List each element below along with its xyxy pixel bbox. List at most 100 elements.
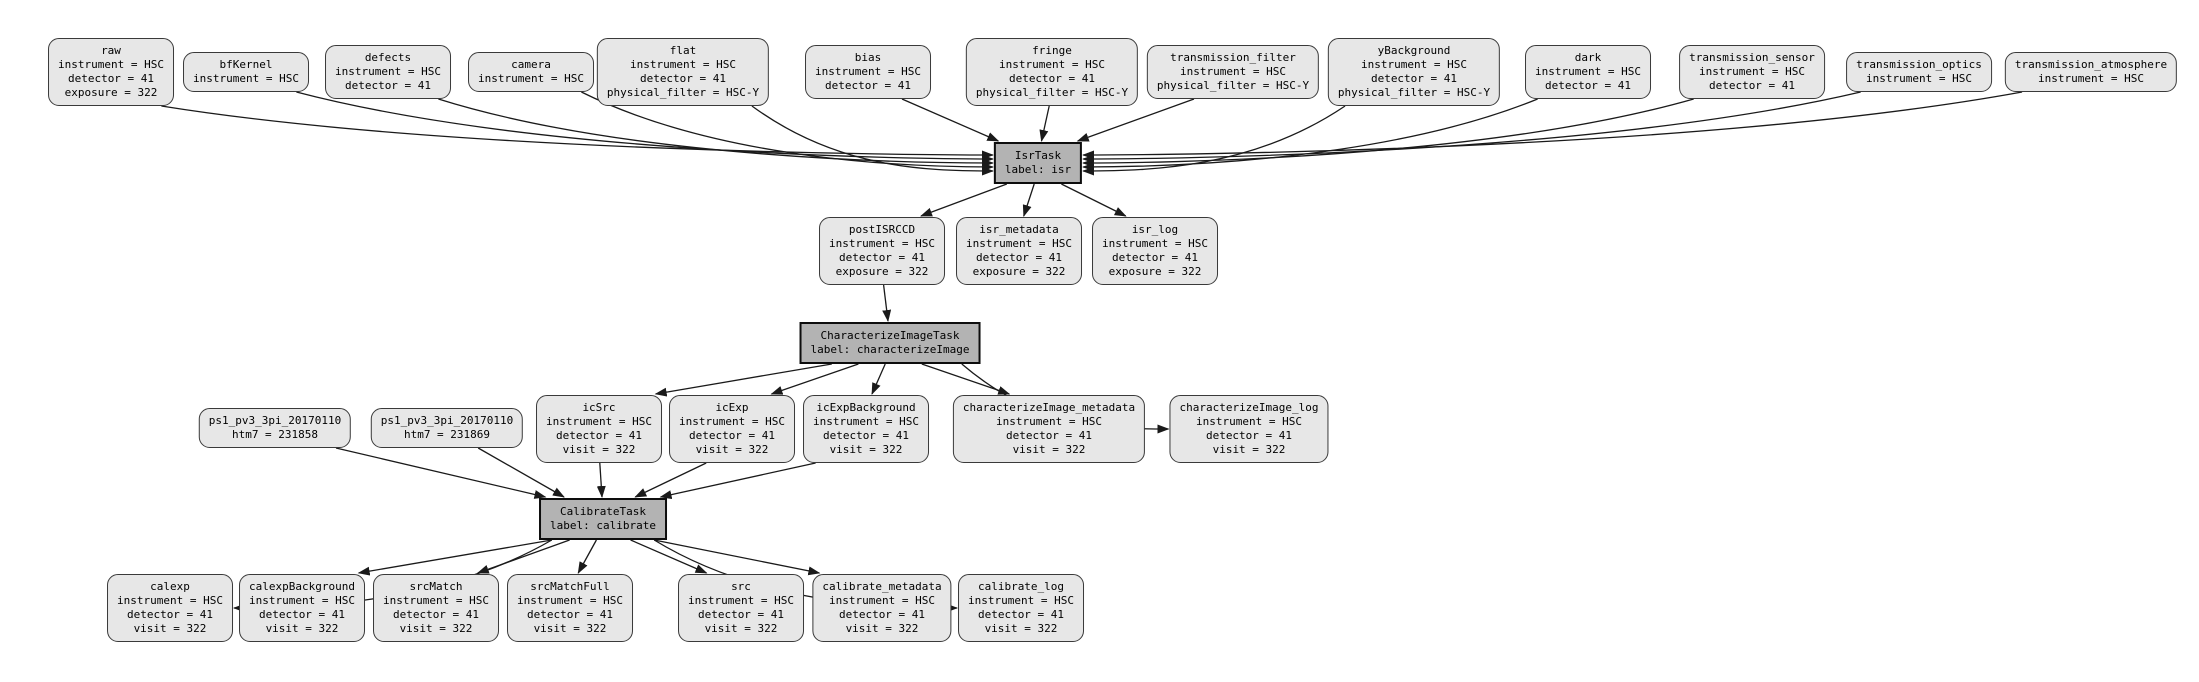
- node-label-line: postISRCCD: [848, 223, 916, 236]
- edge-icExpBackground-to-calibrate: [659, 462, 816, 500]
- node-label-line: detector = 41: [838, 608, 926, 621]
- node-label-line: physical_filter = HSC-Y: [606, 86, 760, 99]
- node-label-line: htm7 = 231858: [231, 428, 319, 441]
- node-label-line: instrument = HSC: [1180, 65, 1286, 78]
- edge-characterizeImage-to-icSrc: [654, 363, 832, 397]
- node-label-line: detector = 41: [126, 608, 214, 621]
- node-label-line: detector = 41: [822, 429, 910, 442]
- node-label-line: srcMatch: [409, 580, 463, 593]
- node-label-line: htm7 = 231869: [403, 428, 491, 441]
- node-label-line: CharacterizeImageTask: [820, 329, 960, 342]
- edge-isr-to-isr_log: [1061, 183, 1127, 217]
- node-label-line: detector = 41: [824, 79, 912, 92]
- node-label-line: physical_filter = HSC-Y: [975, 86, 1129, 99]
- node-label-line: instrument = HSC: [999, 58, 1105, 71]
- node-label-line: icExp: [715, 401, 749, 414]
- node-label-line: calexp: [150, 580, 190, 593]
- node-label-line: instrument = HSC: [1102, 237, 1208, 250]
- node-label-line: instrument = HSC: [335, 65, 441, 78]
- edge-raw-to-isr: [161, 105, 994, 160]
- node-label-line: camera: [511, 58, 551, 71]
- edge-defects-to-isr: [438, 98, 994, 168]
- node-label-line: CalibrateTask: [559, 505, 647, 518]
- edge-transmission_sensor-to-isr: [1082, 98, 1694, 168]
- edge-transmission_atmosphere-to-isr: [1082, 91, 2023, 160]
- edge-isr-to-isr_metadata: [1022, 183, 1035, 217]
- edge-yBackground-to-isr: [1082, 105, 1346, 176]
- edge-calibrate-to-src: [630, 539, 708, 574]
- node-label-line: detector = 41: [1708, 79, 1796, 92]
- edge-postISRCCD-to-characterizeImage: [882, 284, 892, 322]
- node-label-line: detector = 41: [688, 429, 776, 442]
- node-label-line: instrument = HSC: [688, 594, 794, 607]
- node-label-line: visit = 322: [984, 622, 1058, 635]
- node-label-line: instrument = HSC: [249, 594, 355, 607]
- edge-fringe-to-isr: [1039, 105, 1050, 142]
- node-label-line: ps1_pv3_3pi_20170110: [208, 414, 342, 427]
- node-label-line: visit = 322: [562, 443, 636, 456]
- node-label-line: detector = 41: [1370, 72, 1458, 85]
- node-label-line: detector = 41: [697, 608, 785, 621]
- node-label-line: visit = 322: [845, 622, 919, 635]
- node-label-line: detector = 41: [344, 79, 432, 92]
- edge-characterizeImage-to-icExpBackground: [871, 363, 886, 395]
- node-label-line: bias: [854, 51, 882, 64]
- node-label-line: detector = 41: [1544, 79, 1632, 92]
- edge-characterizeImage-to-icExp: [770, 363, 859, 395]
- node-label-line: dark: [1574, 51, 1602, 64]
- node-label-line: instrument = HSC: [630, 58, 736, 71]
- node-label-line: instrument = HSC: [383, 594, 489, 607]
- node-label-line: characterizeImage_log: [1179, 401, 1319, 414]
- node-label-line: calibrate_log: [977, 580, 1065, 593]
- node-label-line: detector = 41: [1111, 251, 1199, 264]
- node-label-line: fringe: [1032, 44, 1072, 57]
- node-label-line: detector = 41: [1005, 429, 1093, 442]
- edge-isr-to-postISRCCD: [920, 183, 1008, 217]
- edge-bias-to-isr: [901, 98, 1000, 142]
- node-label-line: ps1_pv3_3pi_20170110: [380, 414, 514, 427]
- node-label-line: instrument = HSC: [58, 58, 164, 71]
- edge-icExp-to-calibrate: [634, 462, 707, 498]
- edge-calibrate-to-calexpBackground: [357, 539, 552, 576]
- node-label-line: label: calibrate: [550, 519, 656, 532]
- node-label-line: instrument = HSC: [1361, 58, 1467, 71]
- edge-flat-to-isr: [751, 105, 994, 176]
- node-label-line: visit = 322: [265, 622, 339, 635]
- node-label-line: physical_filter = HSC-Y: [1156, 79, 1310, 92]
- node-label-line: icSrc: [582, 401, 616, 414]
- node-label-line: yBackground: [1377, 44, 1451, 57]
- node-label-line: visit = 322: [1012, 443, 1086, 456]
- node-label-line: raw: [101, 44, 121, 57]
- edge-camera-to-isr: [581, 91, 994, 172]
- edge-calibrate-to-calibrate_metadata: [654, 539, 821, 576]
- node-label-line: detector = 41: [838, 251, 926, 264]
- node-label-line: detector = 41: [1008, 72, 1096, 85]
- node-label-line: visit = 322: [533, 622, 607, 635]
- node-label-line: instrument = HSC: [815, 65, 921, 78]
- node-label-line: src: [731, 580, 751, 593]
- node-label-line: exposure = 322: [972, 265, 1066, 278]
- node-label-line: detector = 41: [975, 251, 1063, 264]
- node-label-line: detector = 41: [526, 608, 614, 621]
